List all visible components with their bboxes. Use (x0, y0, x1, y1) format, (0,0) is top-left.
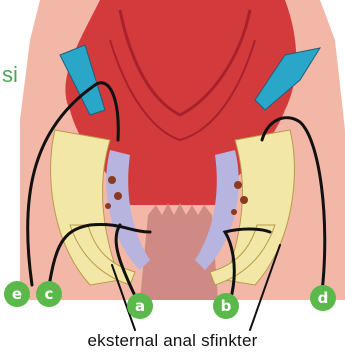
marker-d: d (310, 285, 336, 311)
svg-text:b: b (221, 297, 232, 315)
svg-text:d: d (318, 289, 329, 307)
svg-text:c: c (45, 285, 54, 303)
marker-b: b (213, 293, 239, 319)
figure-caption: eksternal anal sfinkter (0, 331, 345, 351)
svg-text:a: a (135, 297, 145, 315)
marker-e: e (4, 281, 30, 307)
svg-text:e: e (12, 285, 22, 303)
marker-c: c (36, 281, 62, 307)
marker-a: a (127, 293, 153, 319)
side-glyph: si (2, 62, 18, 88)
